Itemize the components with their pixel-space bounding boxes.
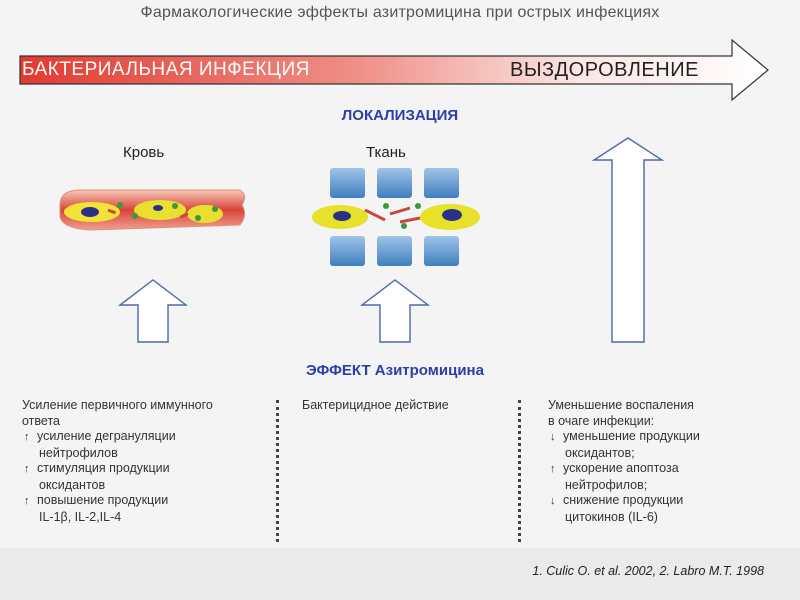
up-arrow-blood [120,280,186,342]
blood-vessel-illustration [60,190,245,230]
tissue-illustration [312,168,480,266]
timeline-start-label: БАКТЕРИАЛЬНАЯ ИНФЕКЦИЯ [22,59,310,81]
column-middle: Бактерицидное действие [302,398,449,414]
column-left: Усиление первичного иммунного ответа ↑ус… [22,398,213,525]
timeline-end-label: ВЫЗДОРОВЛЕНИЕ [510,59,699,82]
up-arrow-icon: ↑ [24,462,37,478]
localization-heading: ЛОКАЛИЗАЦИЯ [0,107,800,124]
up-arrow-recovery [594,138,662,342]
column-right: Уменьшение воспаления в очаге инфекции: … [548,398,700,525]
list-item: ↑ускорение апоптоза [548,461,700,478]
list-item-continuation: нейтрофилов [22,446,213,462]
down-arrow-icon: ↓ [550,430,563,446]
list-item-continuation: нейтрофилов; [548,478,700,494]
up-arrow-icon: ↑ [550,462,563,478]
down-arrow-icon: ↓ [550,494,563,510]
column-left-heading-2: ответа [22,414,213,430]
effect-heading: ЭФФЕКТ Азитромицина [0,362,790,379]
column-divider [518,400,521,542]
column-middle-heading: Бактерицидное действие [302,398,449,414]
up-arrow-tissue [362,280,428,342]
list-item: ↓снижение продукции [548,493,700,510]
column-right-heading-1: Уменьшение воспаления [548,398,700,414]
list-item: ↓уменьшение продукции [548,429,700,446]
list-item-continuation: цитокинов (IL-6) [548,510,700,526]
list-item: ↑повышение продукции [22,493,213,510]
list-item-continuation: IL-1β, IL-2,IL-4 [22,510,213,526]
list-item: ↑стимуляция продукции [22,461,213,478]
up-arrow-icon: ↑ [24,430,37,446]
column-divider [276,400,279,542]
blood-label: Кровь [123,144,164,161]
citation: 1. Culic O. et al. 2002, 2. Labro M.T. 1… [532,564,764,578]
list-item-continuation: оксидантов; [548,446,700,462]
list-item-continuation: оксидантов [22,478,213,494]
column-right-heading-2: в очаге инфекции: [548,414,700,430]
list-item: ↑усиление дегрануляции [22,429,213,446]
tissue-label: Ткань [366,144,406,161]
column-left-heading-1: Усиление первичного иммунного [22,398,213,414]
up-arrow-icon: ↑ [24,494,37,510]
